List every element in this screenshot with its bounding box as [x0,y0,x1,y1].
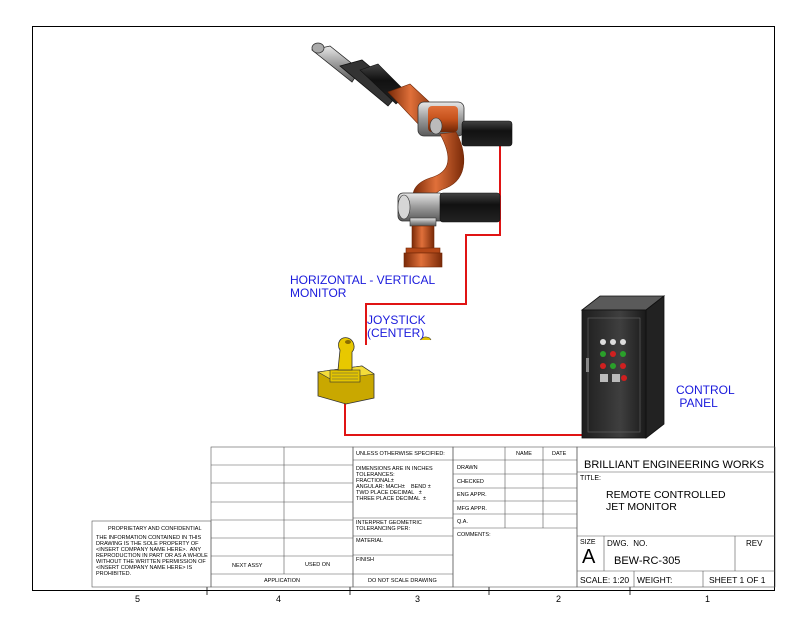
next-assy-label: NEXT ASSY [232,563,263,569]
joystick-model [317,336,432,405]
zone-number: 4 [276,594,282,604]
zone-ticks [206,587,631,595]
qa-label: Q.A. [457,519,469,525]
joystick-label: JOYSTICK (CENTER) [367,313,426,340]
tolerance-text: DIMENSIONS ARE IN INCHES TOLERANCES: FRA… [356,466,433,502]
drawing-number: BEW-RC-305 [614,555,681,567]
zone-number: 1 [705,594,711,604]
no-scale-label: DO NOT SCALE DRAWING [368,578,437,584]
checked-label: CHECKED [457,479,484,485]
rev-label: REV [746,539,763,548]
interpret-label: INTERPRET GEOMETRIC TOLERANCING PER: [356,520,422,532]
sheet-size: A [582,546,596,568]
comments-label: COMMENTS: [457,532,491,538]
title-block-grid [91,446,776,588]
finish-label: FINISH [356,557,375,563]
proprietary-heading: PROPRIETARY AND CONFIDENTIAL [108,526,202,532]
zone-number: 2 [556,594,562,604]
drawn-label: DRAWN [457,465,478,471]
used-on-label: USED ON [305,562,331,568]
jet-monitor-model [311,42,513,268]
date-header: DATE [552,451,567,457]
control-panel-label: CONTROL PANEL [676,383,735,410]
drawing-title: REMOTE CONTROLLED JET MONITOR [606,489,726,513]
scale-label: SCALE: 1:20 [580,575,630,585]
material-label: MATERIAL [356,538,384,544]
drawing-border [32,26,775,591]
application-label: APPLICATION [264,578,300,584]
zone-number: 3 [415,594,421,604]
title-label: TITLE: [580,475,602,482]
weight-label: WEIGHT: [637,575,673,585]
name-header: NAME [516,451,532,457]
eng-appr-label: ENG APPR. [457,492,487,498]
proprietary-text: THE INFORMATION CONTAINED IN THIS DRAWIN… [96,535,208,577]
control-panel-model [580,295,666,439]
mfg-appr-label: MFG APPR. [457,506,487,512]
dwg-no-label: DWG. NO. [607,539,648,548]
sheet-number: SHEET 1 OF 1 [709,575,766,585]
zone-number: 5 [135,594,141,604]
size-label: SIZE [580,539,596,546]
unless-specified-label: UNLESS OTHERWISE SPECIFIED: [356,451,445,457]
monitor-label: HORIZONTAL - VERTICAL MONITOR [290,273,436,300]
company-name: BRILLIANT ENGINEERING WORKS [584,459,765,471]
